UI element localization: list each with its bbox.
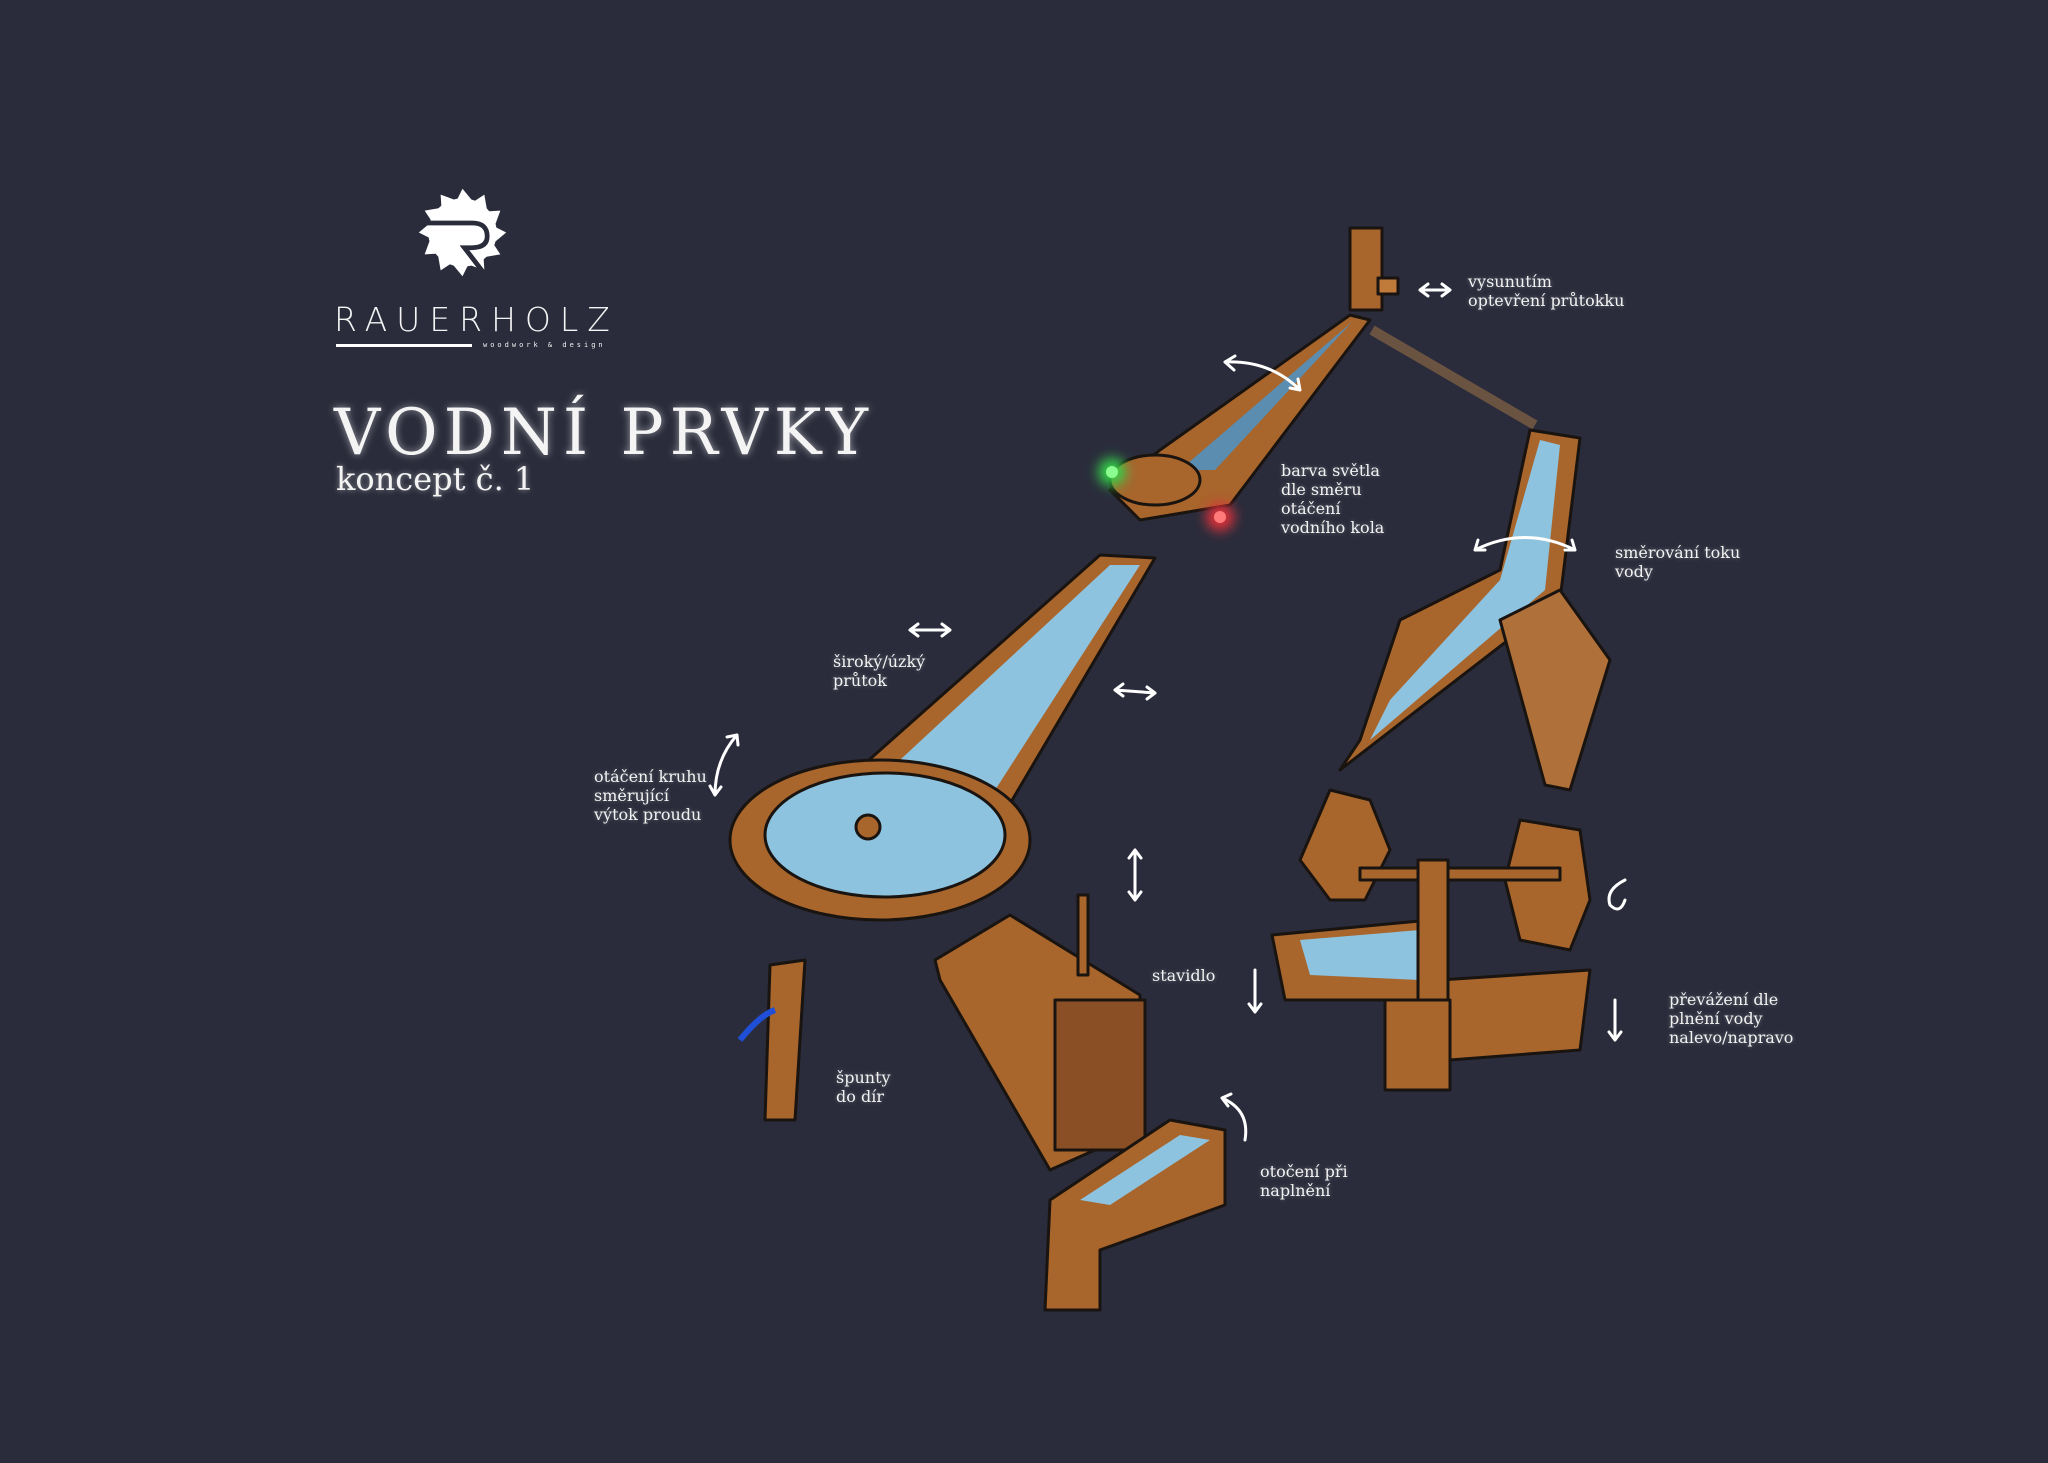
brand-tagline: woodwork & design bbox=[483, 341, 606, 349]
rotate-arrow-icon bbox=[1607, 878, 1627, 911]
tipping-trough bbox=[1043, 1118, 1227, 1312]
annotation-circle-rotation: otáčení kruhu směrující výtok proudu bbox=[594, 767, 707, 824]
annotation-valve: vysunutím optevření průtokku bbox=[1468, 272, 1625, 310]
arrow-down-icon bbox=[1247, 968, 1263, 1014]
water-wheel-balance bbox=[1270, 788, 1592, 1092]
curved-arrow-icon bbox=[1223, 354, 1302, 392]
page-subtitle: koncept č. 1 bbox=[336, 460, 535, 498]
page-title: VODNÍ PRVKY bbox=[334, 396, 875, 470]
annotation-arrows bbox=[708, 282, 1627, 1142]
plug-column bbox=[763, 958, 807, 1122]
green-light-core bbox=[1106, 466, 1118, 478]
annotation-balance: převážení dle plnění vody nalevo/napravo bbox=[1669, 990, 1794, 1047]
annotation-plugs: špunty do dír bbox=[836, 1068, 891, 1106]
annotation-flow-direction: směrování toku vody bbox=[1615, 543, 1741, 581]
saw-blade-logo-icon bbox=[418, 188, 507, 277]
brand-underline bbox=[336, 344, 472, 347]
double-arrow-horizontal-icon bbox=[1113, 682, 1157, 701]
valve-post bbox=[1348, 226, 1400, 312]
annotation-flow-width: široký/úzký průtok bbox=[833, 652, 926, 690]
annotation-tipping: otočení při naplnění bbox=[1260, 1162, 1348, 1200]
hose bbox=[1369, 325, 1538, 430]
arrow-down-icon bbox=[1607, 998, 1623, 1042]
double-arrow-horizontal-icon bbox=[908, 622, 952, 638]
red-light-core bbox=[1214, 511, 1226, 523]
annotation-light-color: barva světla dle směru otáčení vodního k… bbox=[1281, 461, 1385, 537]
brand-name: RAUERHOLZ bbox=[334, 300, 619, 339]
curved-arrow-icon bbox=[1220, 1092, 1248, 1142]
double-arrow-vertical-icon bbox=[1127, 848, 1143, 902]
curved-double-arrow-icon bbox=[1473, 536, 1577, 552]
curved-arrow-icon bbox=[708, 733, 740, 797]
double-arrow-horizontal-icon bbox=[1418, 282, 1452, 298]
annotation-sluice-gate: stavidlo bbox=[1152, 966, 1216, 985]
